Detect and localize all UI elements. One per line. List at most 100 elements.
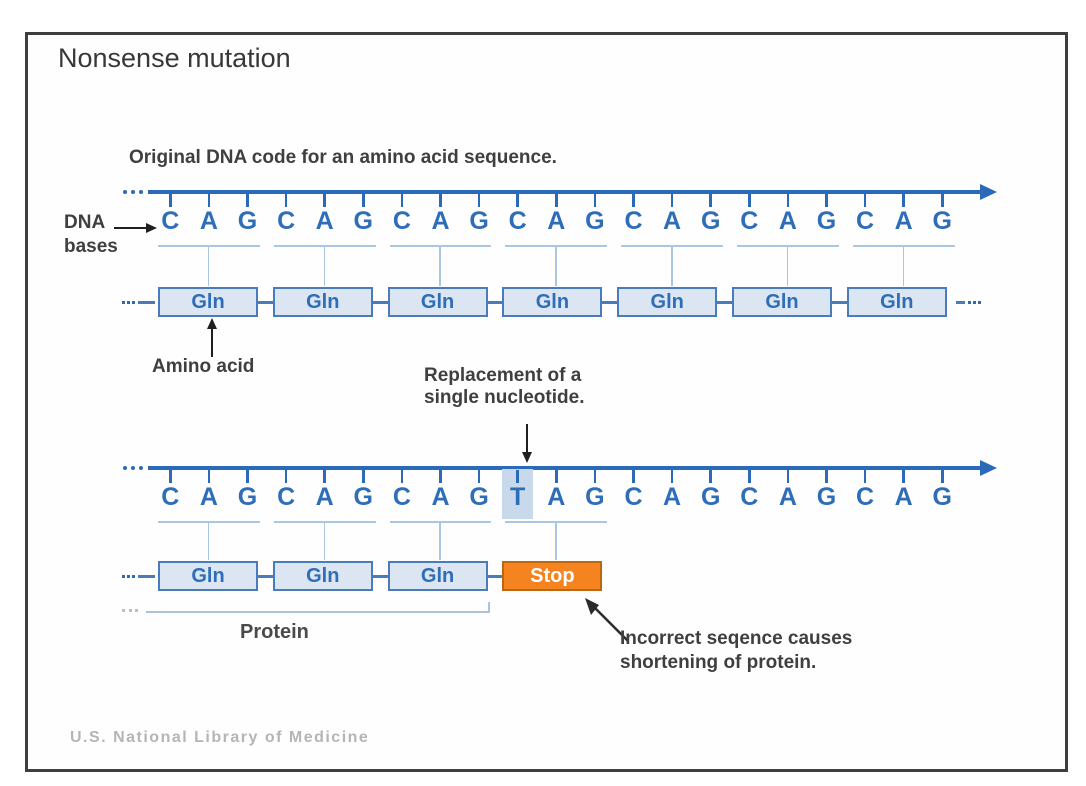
strand-tick — [207, 194, 211, 207]
codon-underline — [158, 245, 260, 247]
dna-base-letter: C — [624, 483, 643, 511]
dna-base: C — [846, 194, 885, 237]
dna-base: C — [730, 470, 769, 513]
dna-base: G — [228, 194, 267, 237]
codon-underline — [736, 245, 839, 247]
dna-base-letter: C — [392, 483, 411, 511]
amino-acid-box-label: Gln — [765, 290, 799, 313]
peptide-bond-link — [717, 300, 732, 304]
replacement-annotation: Replacement of a single nucleotide. — [424, 365, 584, 409]
strand-tick — [632, 194, 635, 207]
arrow-tip — [207, 318, 217, 329]
dna-base-letter: A — [778, 207, 797, 235]
dna-base-letter: A — [199, 483, 218, 511]
dna-base-letter: C — [277, 207, 296, 235]
codon-underline — [273, 521, 376, 523]
amino-acid-box-label: Gln — [306, 290, 340, 313]
protein-bracket — [146, 602, 490, 613]
dna-base: G — [344, 470, 383, 513]
amino-acid-box-label: Gln — [420, 564, 455, 587]
stop-note-line2: shortening of protein. — [620, 652, 817, 673]
peptide-bond-link — [372, 300, 388, 304]
dna-base-letter: C — [856, 207, 875, 235]
dna-base: G — [691, 194, 730, 237]
mutated-dna-base: T — [498, 469, 537, 519]
strand-tick — [902, 470, 905, 483]
strand-tick — [323, 194, 326, 207]
dna-base-letter: C — [161, 483, 180, 511]
strand-tick — [284, 194, 288, 207]
amino-acid-box-label: Gln — [880, 290, 914, 313]
strand-tick — [362, 470, 365, 483]
dna-base-letter: T — [510, 483, 526, 511]
aa-row1-tail-dots — [956, 301, 981, 304]
amino-acid-box-label: Gln — [420, 290, 455, 313]
codon-connector — [323, 523, 326, 560]
dna-base: A — [537, 194, 576, 237]
codon-underline — [158, 521, 260, 523]
dna-base-letter: C — [508, 207, 527, 235]
protein-label: Protein — [240, 621, 309, 643]
dna-base: A — [190, 194, 229, 237]
replacement-annotation-line2: single nucleotide. — [424, 387, 585, 408]
strand1-line — [148, 190, 980, 194]
strand-tick — [593, 194, 597, 207]
dna-base: G — [807, 194, 846, 237]
strand-tick — [748, 194, 751, 207]
dna-base-letter: A — [547, 483, 566, 511]
codon-underline — [621, 245, 723, 247]
dna-base: A — [769, 470, 808, 513]
dna-base: C — [383, 194, 422, 237]
amino-acid-box: Gln — [387, 561, 488, 591]
amino-acid-box: Gln — [272, 561, 373, 591]
dna-base: A — [653, 470, 692, 513]
dna-base-letter: A — [894, 207, 913, 235]
dna-base: A — [884, 470, 923, 513]
strand-tick — [825, 470, 828, 483]
dna-base: A — [769, 194, 808, 237]
peptide-bond-link — [487, 574, 503, 578]
peptide-link — [138, 301, 155, 304]
dna-base-letter: A — [315, 483, 334, 511]
replacement-annotation-line1: Replacement of a — [424, 365, 582, 386]
diagram-title: Nonsense mutation — [58, 43, 291, 73]
dna-base-letter: C — [624, 207, 643, 235]
arrow-tip — [146, 223, 157, 233]
dna-base-letter: A — [547, 207, 566, 235]
strand-tick — [516, 194, 519, 207]
codon-connector — [786, 247, 789, 286]
strand-tick — [169, 470, 172, 483]
dna-base-letter: C — [277, 483, 296, 511]
codon-underline — [505, 521, 608, 523]
dna-bases-arrow-icon — [114, 223, 157, 233]
strand-tick — [516, 470, 519, 483]
dna-base: C — [267, 470, 306, 513]
amino-acid-arrow-icon — [207, 318, 217, 357]
codon-connector — [555, 247, 557, 286]
dna-base: A — [653, 194, 692, 237]
dna-base: G — [691, 470, 730, 513]
codon-connector — [323, 247, 326, 286]
dna-base-letter: G — [816, 207, 837, 235]
amino-acid-box: Gln — [158, 561, 258, 591]
dna-bases-label: DNA bases — [64, 211, 118, 259]
replacement-arrow-icon — [522, 424, 532, 463]
arrow-tip — [522, 452, 532, 463]
dna-base-letter: A — [663, 483, 682, 511]
codon-connector — [902, 247, 905, 286]
dna-base-letter: C — [856, 483, 875, 511]
stop-note-arrow-icon — [585, 598, 629, 642]
strand-tick — [670, 470, 674, 483]
